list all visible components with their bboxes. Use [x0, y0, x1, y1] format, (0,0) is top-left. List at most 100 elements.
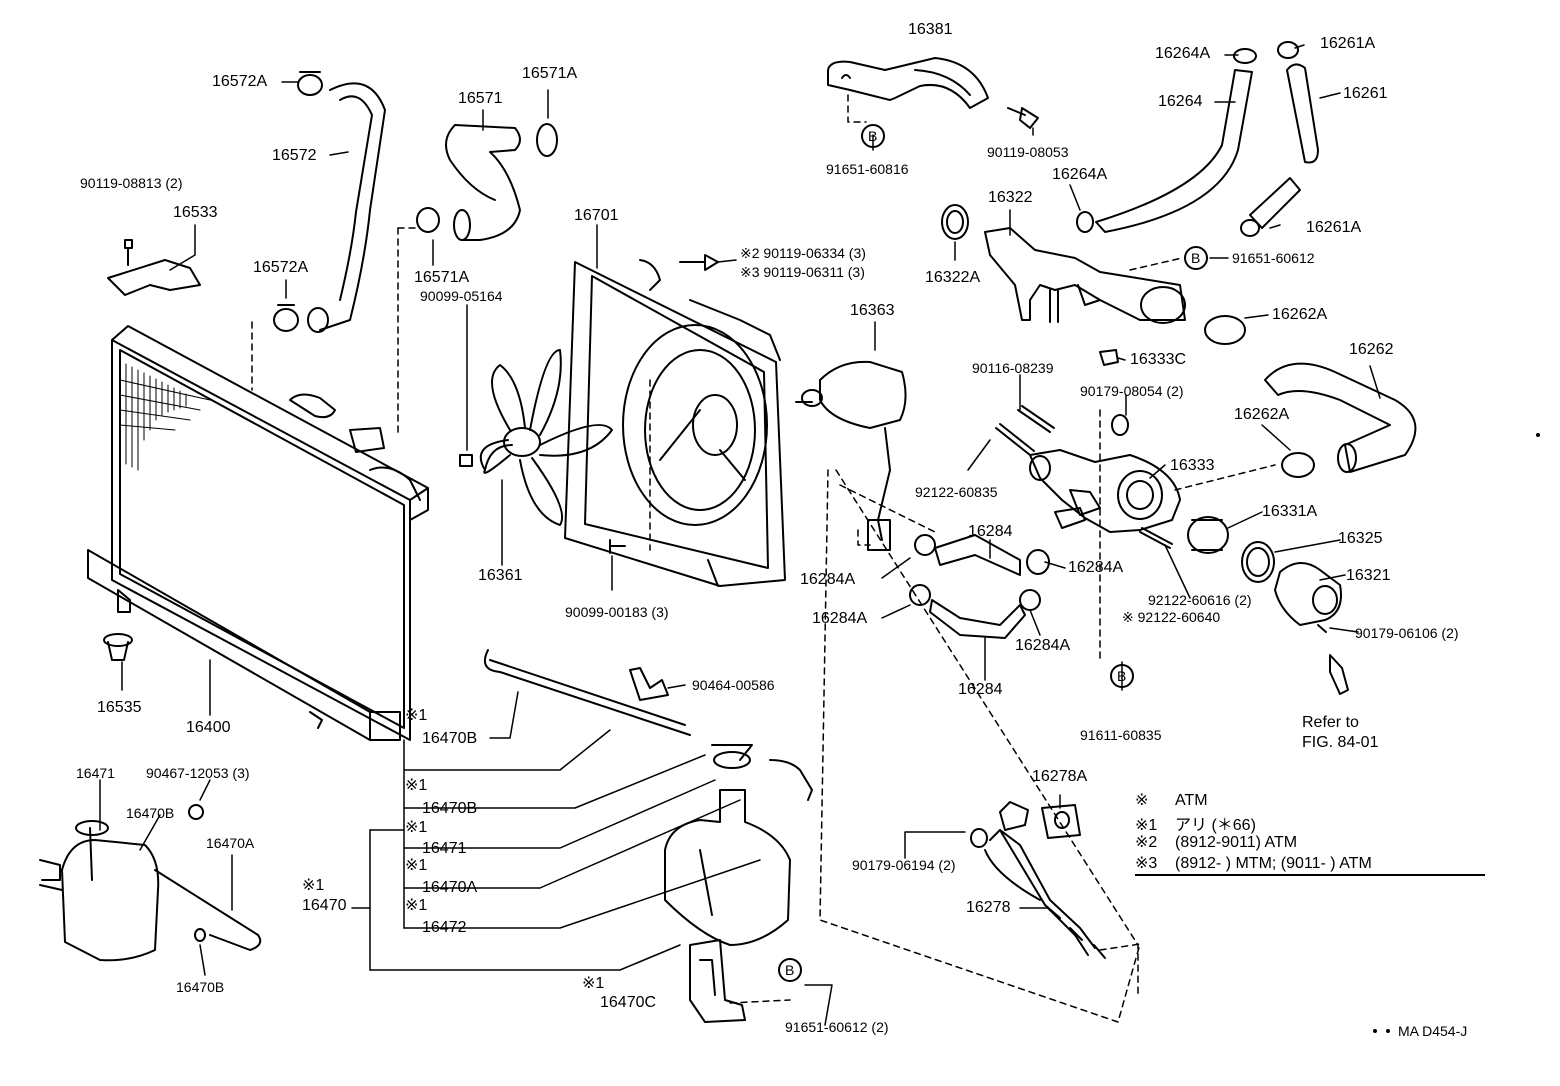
part-label: 16471 — [422, 840, 467, 857]
part-label: 16471 — [76, 765, 115, 781]
part-label: ※1 — [405, 897, 428, 914]
part-label: 16331A — [1262, 503, 1318, 520]
legend-text: アリ (＊66) — [1175, 817, 1256, 834]
fan-blades — [479, 349, 613, 526]
part-label: 16572 — [272, 147, 317, 164]
part-label: 90179-08054 (2) — [1080, 383, 1184, 399]
part-label: 16470B — [176, 979, 225, 995]
part-label: 90099-00183 (3) — [565, 604, 669, 620]
fan-shroud — [564, 259, 786, 587]
gasket-16325 — [1241, 541, 1275, 583]
legend-row: ※1 アリ (＊66) — [1135, 811, 1256, 835]
reservoir-hose-upper — [484, 649, 691, 736]
dashed-leaders-top — [847, 94, 1276, 661]
radiator — [87, 325, 429, 741]
part-label: 90464-00586 — [692, 677, 775, 693]
hose-16261 — [1240, 41, 1319, 237]
part-label: 16321 — [1346, 567, 1391, 584]
part-label: ※1 — [405, 819, 428, 836]
reservoir-small — [39, 804, 262, 962]
upper-hose-clamps — [273, 71, 323, 332]
gasket-16278A — [1041, 804, 1081, 839]
part-label: 16470 — [302, 897, 347, 914]
part-label: 16470B — [126, 805, 175, 821]
leader-lines — [99, 44, 1381, 1026]
fan-bolts — [459, 254, 719, 554]
part-label: 91651-60816 — [826, 161, 909, 177]
part-label: 90099-05164 — [420, 288, 503, 304]
part-label: ※1 — [405, 707, 428, 724]
part-label: 16381 — [908, 21, 953, 38]
part-label: 16284 — [968, 523, 1013, 540]
part-label: 92122-60616 (2) — [1148, 592, 1252, 608]
part-label: ※1 — [302, 877, 325, 894]
code-dots — [1373, 433, 1540, 1033]
temp-sensor — [1329, 654, 1349, 695]
part-label: 16400 — [186, 719, 231, 736]
legend-key: ※ — [1135, 792, 1149, 809]
legend-text: ATM — [1175, 792, 1208, 809]
part-label: ※1 — [405, 777, 428, 794]
drawing-code: MA D454-J — [1398, 1023, 1468, 1039]
clip-90464-00586 — [629, 667, 669, 701]
part-label: 16322 — [988, 189, 1033, 206]
part-label: 90119-08813 (2) — [80, 175, 183, 191]
part-label: 16333 — [1170, 457, 1215, 474]
hose-16262 — [1204, 315, 1417, 478]
part-label: 90116-08239 — [972, 360, 1054, 376]
radiator-bracket — [107, 239, 201, 296]
part-label: 16470C — [600, 994, 657, 1011]
legend-text: (8912-9011) ATM — [1175, 834, 1298, 851]
part-label: 16262 — [1349, 341, 1394, 358]
part-label: 16363 — [850, 302, 895, 319]
part-label: 91611-60835 — [1080, 727, 1162, 743]
part-label: ※1 — [405, 857, 428, 874]
pipe-bracket-16381 — [827, 57, 989, 109]
reservoir-tank — [664, 744, 813, 946]
part-label: 16261 — [1343, 85, 1388, 102]
legend-key: ※1 — [1135, 817, 1158, 834]
studs — [995, 349, 1173, 549]
part-label: 16284 — [958, 681, 1003, 698]
part-label: 90119-08053 — [987, 144, 1069, 160]
callout-b-4: B — [785, 962, 795, 978]
drain-plug — [103, 633, 133, 661]
part-label: ※2 90119-06334 (3) — [740, 245, 866, 261]
legend-key: ※3 — [1135, 855, 1158, 872]
legend-row: ※3 (8912- ) MTM; (9011- ) ATM — [1135, 853, 1372, 873]
part-label: 16278A — [1032, 768, 1088, 785]
part-label: 16470B — [422, 730, 478, 747]
legend-text: (8912- ) MTM; (9011- ) ATM — [1175, 855, 1372, 872]
reservoir-bracket — [689, 939, 746, 1023]
part-label: 16322A — [925, 269, 981, 286]
group-leader-lines — [351, 691, 761, 971]
lower-hose — [445, 124, 521, 241]
fan-motor — [795, 360, 907, 551]
part-label: ※3 90119-06311 (3) — [740, 264, 865, 280]
part-label: 16284A — [800, 571, 856, 588]
part-label: 16701 — [574, 207, 619, 224]
part-label: 16284A — [1068, 559, 1124, 576]
part-label: 90179-06106 (2) — [1355, 625, 1459, 641]
water-pipe-16322 — [984, 211, 1186, 324]
part-label: ※ 92122-60640 — [1122, 609, 1221, 625]
part-label: 16472 — [422, 919, 467, 936]
legend-row: ※ ATM — [1135, 790, 1208, 810]
part-label: 16278 — [966, 899, 1011, 916]
part-label: 16571 — [458, 90, 503, 107]
thermostat-cover — [1274, 562, 1342, 633]
callout-circles — [778, 124, 1208, 982]
hoses-16284 — [909, 534, 1050, 639]
part-label: 90179-06194 (2) — [852, 857, 956, 873]
part-label: 16261A — [1320, 35, 1376, 52]
upper-hose — [307, 82, 386, 333]
part-label: 92122-60835 — [915, 484, 998, 500]
bolt-90119-08053 — [1007, 107, 1039, 129]
legend-divider — [1135, 874, 1485, 876]
gasket-16322A — [941, 204, 969, 240]
part-label: 16262A — [1272, 306, 1328, 323]
part-label: FIG. 84-01 — [1302, 734, 1379, 751]
water-inlet-16333 — [1029, 414, 1181, 533]
